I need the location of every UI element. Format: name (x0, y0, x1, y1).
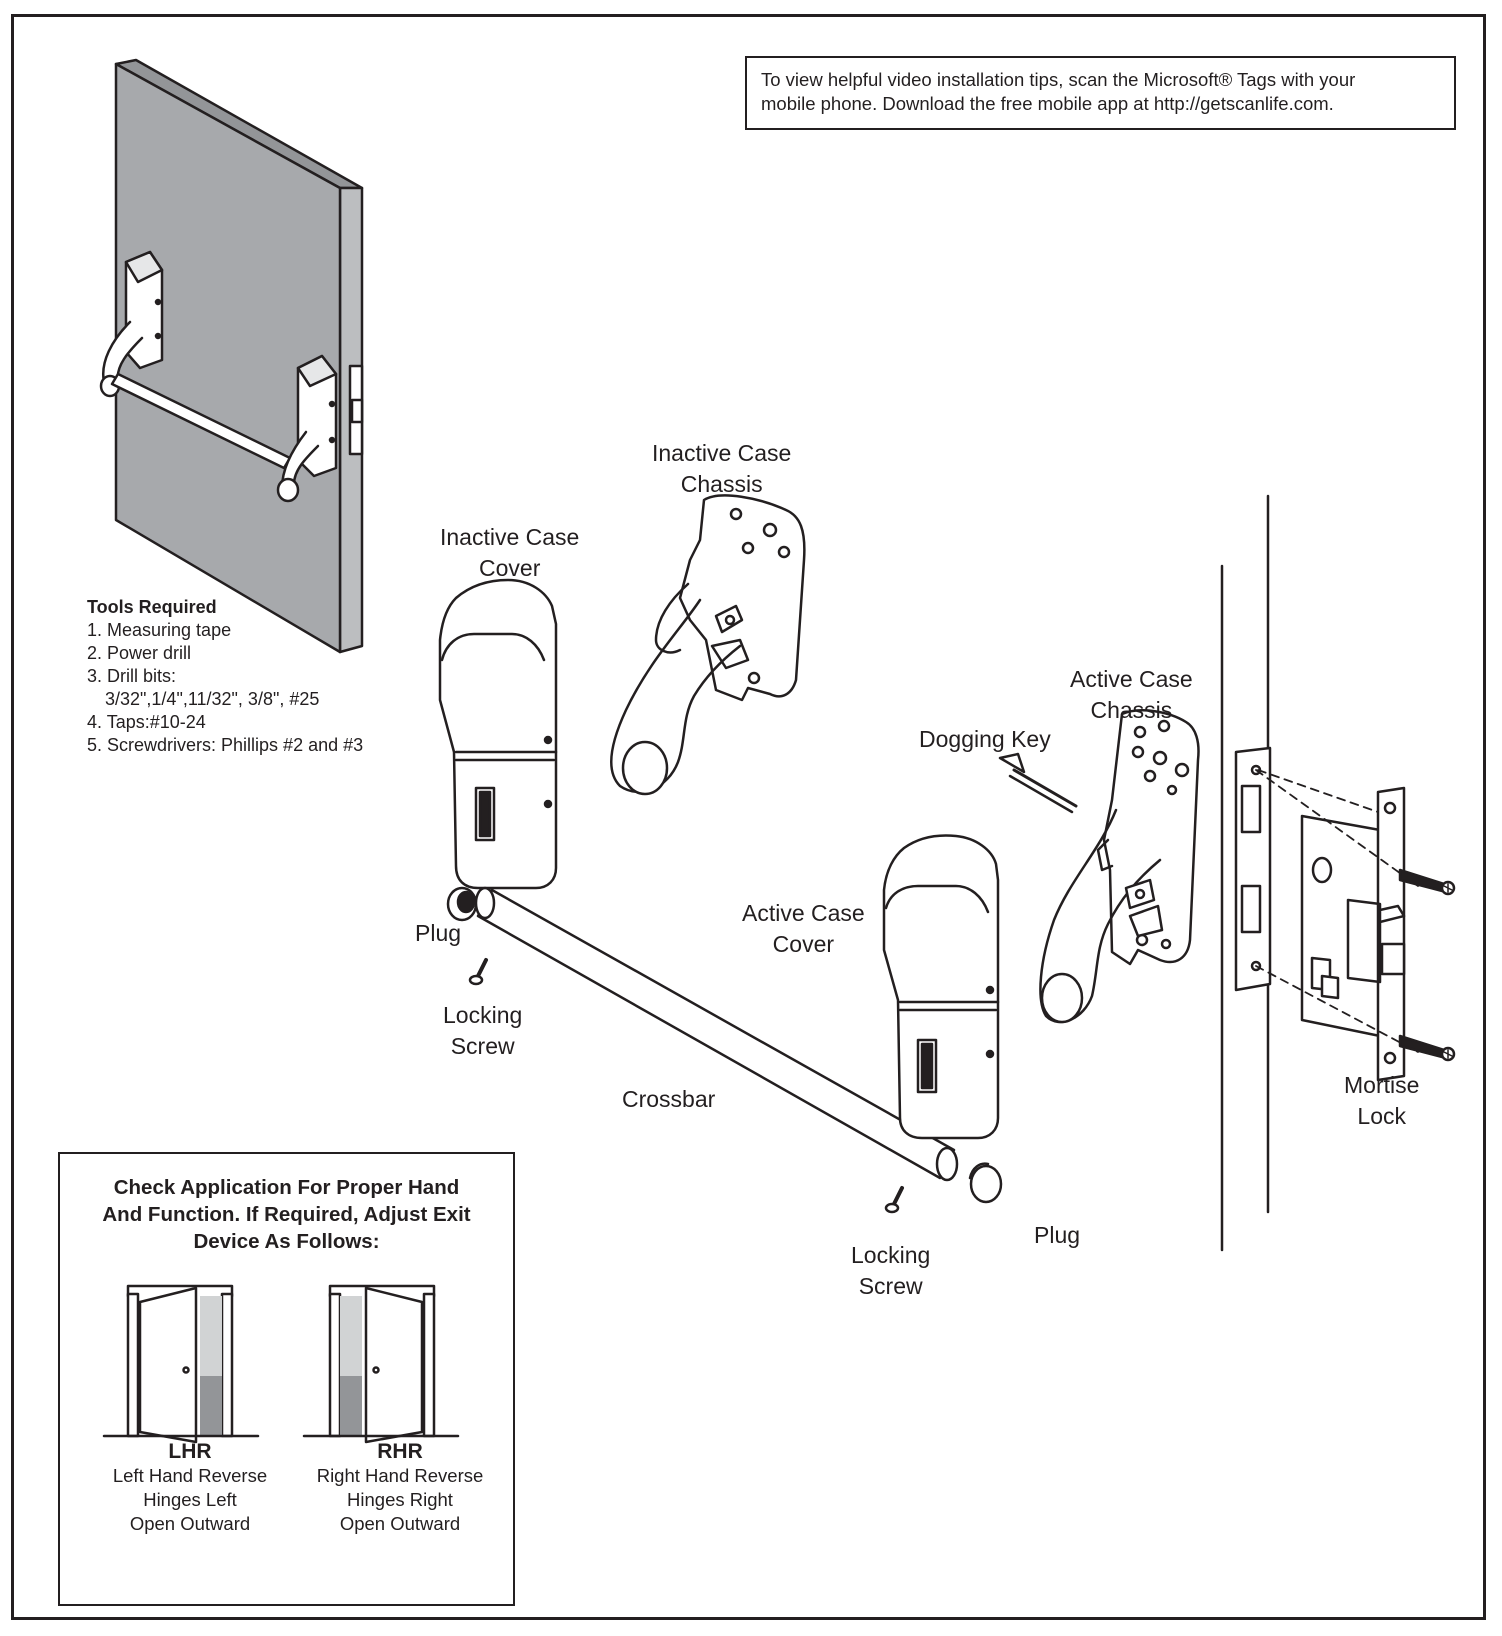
locking-screw-right (884, 1186, 904, 1214)
page-frame (11, 14, 1486, 1620)
locking-screw-left (468, 958, 488, 986)
hand-box-title: Check Application For Proper Hand And Fu… (102, 1176, 471, 1253)
tool-item: 3/32",1/4",11/32", 3/8", #25 (105, 689, 320, 709)
tools-title: Tools Required (87, 597, 217, 617)
tool-item: 5. Screwdrivers: Phillips #2 and #3 (87, 735, 364, 755)
tool-item: 2. Power drill (87, 643, 192, 663)
mortise-screws (1398, 868, 1456, 1062)
label-plug-right: Plug (1034, 1222, 1081, 1248)
video-tips-box: To view helpful video installation tips,… (745, 56, 1456, 130)
label-dogging-key: Dogging Key (919, 726, 1051, 752)
tips-line-1: To view helpful video installation tips,… (761, 69, 1356, 90)
tool-item: 1. Measuring tape (87, 620, 232, 640)
door-edge-plate (1234, 746, 1272, 992)
inactive-case-chassis (609, 494, 806, 796)
rhr-door-diagram (302, 1284, 460, 1444)
tools-required-list: Tools Required 1. Measuring tape 2. Powe… (87, 596, 363, 757)
door-illustration (99, 58, 364, 654)
plug-right (968, 1162, 1003, 1204)
plug-left (446, 886, 478, 922)
hand-function-box: Check Application For Proper Hand And Fu… (58, 1152, 515, 1606)
alignment-dashes (1255, 769, 1419, 1053)
mortise-lock-body (1300, 786, 1406, 1082)
lhr-code: LHR (168, 1440, 212, 1463)
tool-item: 4. Taps:#10-24 (87, 712, 206, 732)
tips-line-2: mobile phone. Download the free mobile a… (761, 93, 1334, 114)
active-case-cover (882, 834, 1000, 1140)
crossbar-tube (474, 886, 959, 1182)
lhr-door-diagram (102, 1284, 260, 1444)
lhr-caption: LHR Left Hand Reverse Hinges Left Open O… (90, 1440, 290, 1536)
rhr-code: RHR (377, 1440, 423, 1463)
inactive-case-cover (438, 578, 558, 890)
dogging-key (998, 752, 1078, 814)
label-crossbar: Crossbar (622, 1086, 716, 1112)
rhr-caption: RHR Right Hand Reverse Hinges Right Open… (300, 1440, 500, 1536)
label-plug-left: Plug (415, 920, 462, 946)
tool-item: 3. Drill bits: (87, 666, 177, 686)
active-case-chassis (1039, 709, 1200, 1024)
